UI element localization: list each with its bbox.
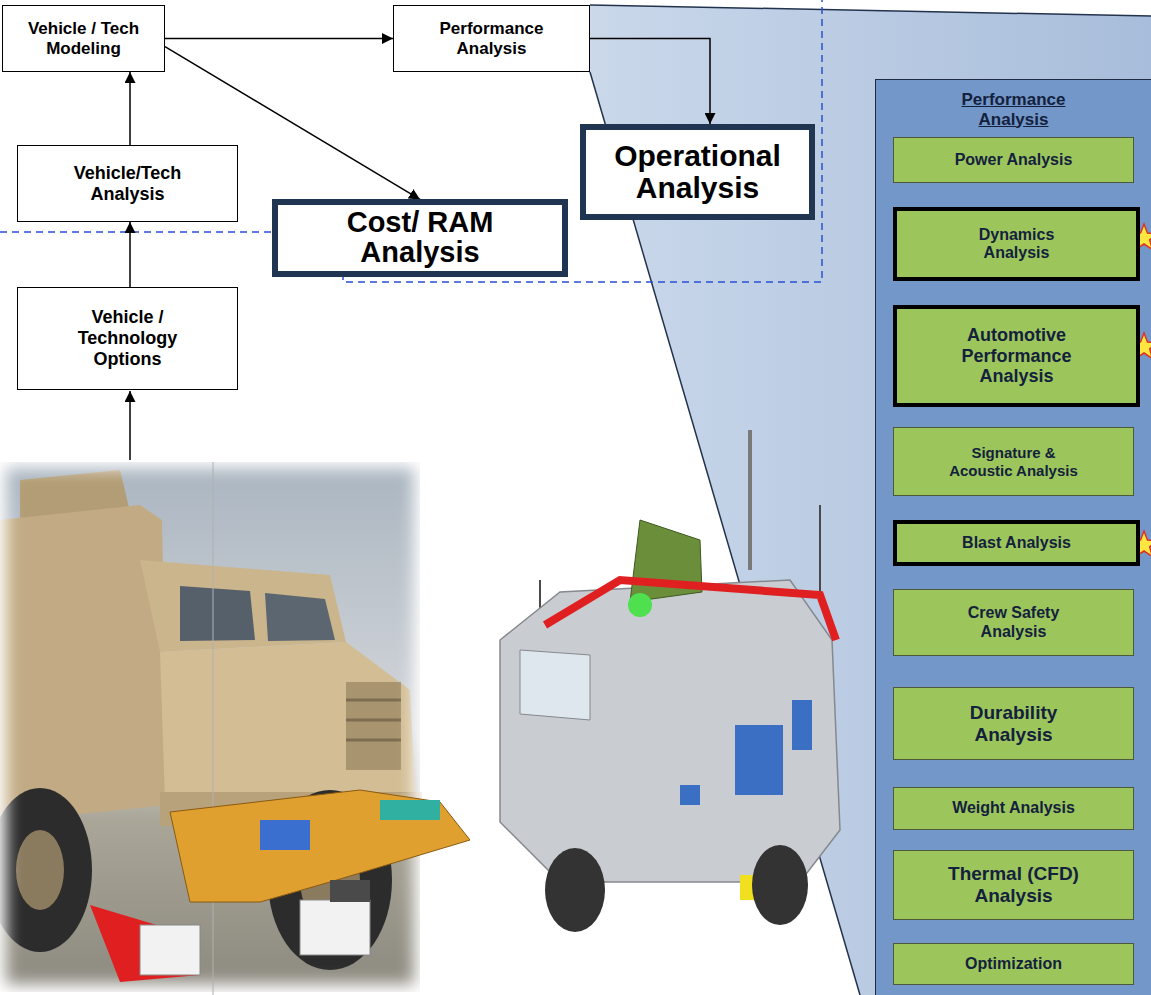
process-box: Vehicle / Technology Options [17, 287, 238, 390]
highlighted-analysis-item: Dynamics Analysis [893, 207, 1140, 281]
box-label: Operational Analysis [598, 140, 798, 205]
box-label: Automotive Performance Analysis [952, 325, 1082, 387]
box-label: Crew Safety Analysis [954, 604, 1074, 641]
cad-body [500, 580, 840, 882]
antenna [748, 430, 752, 570]
input-arrow [129, 391, 131, 460]
box-label: Cost/ RAM Analysis [305, 208, 535, 267]
star-symbol [1131, 224, 1151, 249]
grille-bar [346, 739, 401, 742]
analysis-item: Crew Safety Analysis [893, 589, 1134, 656]
analysis-item: Power Analysis [893, 137, 1134, 183]
flow-arrow [165, 38, 393, 40]
analysis-item: Weight Analysis [893, 787, 1134, 830]
highlight-star [1131, 224, 1151, 249]
highlighted-analysis-item: Blast Analysis [893, 520, 1140, 566]
box-label: Blast Analysis [962, 534, 1071, 552]
flow-arrow [129, 222, 131, 287]
analysis-item: Signature & Acoustic Analysis [893, 427, 1134, 496]
grille-bar [346, 699, 401, 702]
box-label: Performance Analysis [432, 19, 552, 58]
mine-roller [90, 790, 470, 982]
vehicle-window [180, 586, 255, 641]
process-box: Vehicle/Tech Analysis [17, 145, 238, 222]
box-label: Vehicle / Tech Modeling [24, 19, 144, 58]
box-label: Durability Analysis [954, 702, 1074, 746]
zoom-wedge-edge [590, 5, 1151, 16]
box-label: Signature & Acoustic Analysis [944, 444, 1084, 479]
analysis-item: Thermal (CFD) Analysis [893, 850, 1134, 920]
cad-windshield [520, 650, 590, 720]
vehicle-cab [140, 560, 346, 652]
box-label: Vehicle/Tech Analysis [63, 163, 193, 204]
analysis-item: Optimization [893, 943, 1134, 985]
roller-wheel [140, 925, 200, 975]
cad-turret [630, 520, 702, 602]
dashed-boundary [0, 0, 822, 282]
vehicle-photo [0, 462, 422, 992]
cad-wheel [752, 845, 808, 925]
wheel-hub [16, 830, 64, 910]
star-symbol [1131, 531, 1151, 556]
vehicle-grille [346, 682, 401, 770]
box-label: Weight Analysis [952, 799, 1075, 817]
roller-part [330, 880, 370, 902]
cad-panel [792, 700, 812, 750]
cad-roof-rail [545, 580, 836, 640]
roller-part [380, 800, 440, 820]
box-label: Dynamics Analysis [967, 226, 1067, 263]
grille-bar [346, 719, 401, 722]
vehicle-wheel [0, 788, 92, 952]
flow-arrow [590, 39, 710, 125]
panel-heading: Performance Analysis [954, 90, 1074, 129]
highlighted-analysis-item: Automotive Performance Analysis [893, 305, 1140, 407]
box-label: Optimization [965, 955, 1062, 973]
cad-vehicle [500, 430, 840, 932]
vehicle-hood [160, 642, 415, 802]
cad-gunner [628, 593, 652, 617]
cad-panel [680, 785, 700, 805]
analysis-box: Cost/ RAM Analysis [272, 199, 568, 276]
vehicle-body [0, 505, 168, 822]
roller-wheel [300, 900, 370, 955]
antenna [819, 505, 821, 595]
cad-wheel [545, 848, 605, 932]
roller-blade [90, 905, 200, 982]
process-box: Vehicle / Tech Modeling [2, 5, 165, 72]
roller-frame [170, 790, 470, 902]
star-symbol [1131, 333, 1151, 358]
box-label: Vehicle / Technology Options [73, 307, 183, 369]
analysis-box: Operational Analysis [580, 124, 815, 220]
photo-seam [213, 462, 214, 995]
highlight-star [1131, 333, 1151, 358]
highlight-star [1131, 531, 1151, 556]
cad-panel [735, 725, 783, 795]
box-label: Power Analysis [955, 151, 1073, 169]
roller-part [260, 820, 310, 850]
box-label: Thermal (CFD) Analysis [929, 863, 1099, 907]
detail-panel: Performance AnalysisPower AnalysisDynami… [876, 80, 1151, 995]
flow-arrow [129, 72, 131, 145]
vehicle-window [265, 593, 335, 641]
analysis-item: Durability Analysis [893, 687, 1134, 760]
process-box: Performance Analysis [393, 5, 590, 72]
